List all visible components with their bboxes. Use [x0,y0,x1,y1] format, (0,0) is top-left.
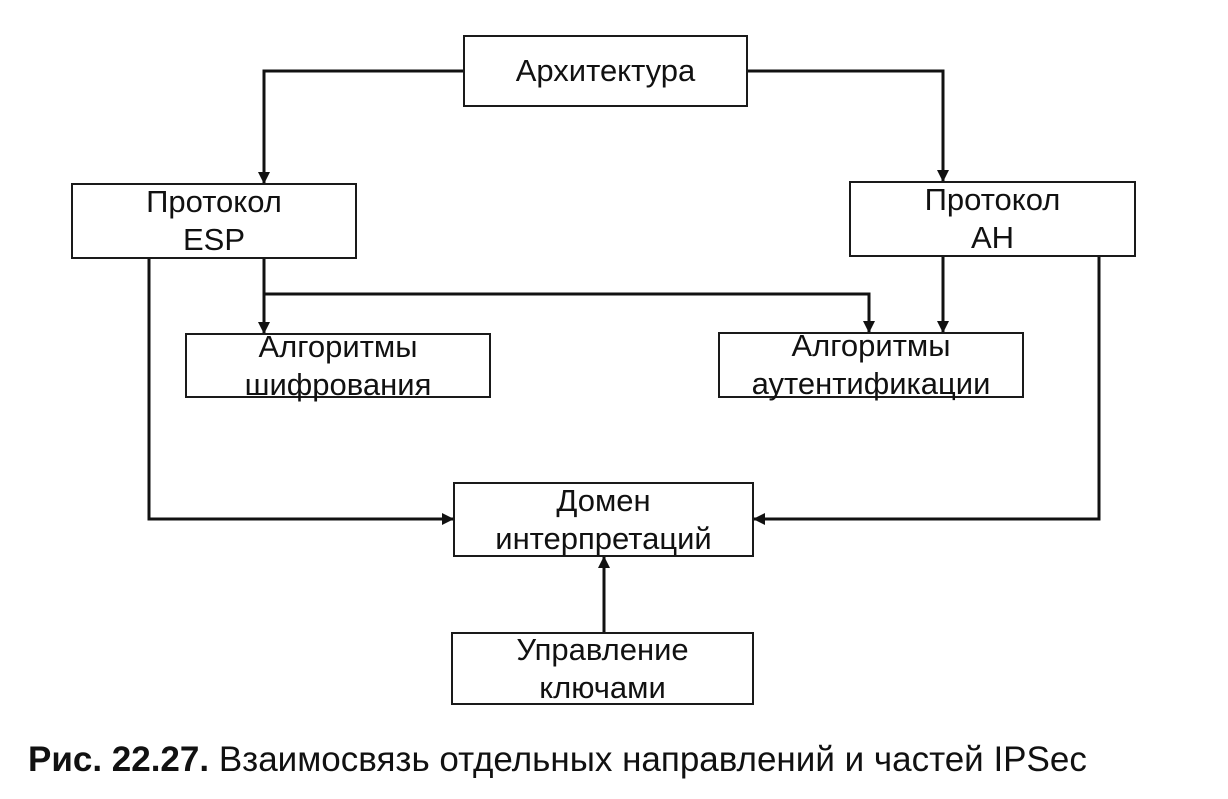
node-domain-of-interpretation: Домен интерпретаций [453,482,754,557]
node-ah-label-line2: AH [970,220,1015,255]
node-key-management-label-line1: Управление [516,631,689,667]
figure-caption: Рис. 22.27. Взаимосвязь отдельных направ… [28,738,1087,782]
figure-caption-text: Взаимосвязь отдельных направлений и част… [218,740,1087,779]
node-key-management: Управление ключами [451,632,754,705]
node-doi-label-line1: Домен [556,482,651,518]
edge-architecture-esp [258,69,463,184]
node-authentication-algorithms: Алгоритмы аутентификации [718,328,1024,401]
node-esp-label-line2: ESP [182,222,246,257]
node-encryption-algorithms: Алгоритмы шифрования [185,329,491,402]
node-encryption-label-line1: Алгоритмы [258,328,418,364]
node-key-management-label-line2: ключами [539,669,666,705]
node-esp-protocol: Протокол ESP [71,183,357,259]
figure-caption-label: Рис. 22.27. [28,740,210,779]
node-encryption-label-line2: шифрования [244,366,432,402]
edge-architecture-ah [748,69,949,182]
edge-ah-doi [753,257,1101,525]
node-doi-label-line2: интерпретаций [495,520,712,556]
node-esp-label-line1: Протокол [146,184,282,219]
node-ah-label-line1: Протокол [924,182,1061,217]
edge-esp-authentication [264,292,875,333]
node-ah-protocol: Протокол AH [849,181,1136,257]
node-architecture: Архитектура [463,35,748,107]
edge-esp-doi [147,259,454,525]
node-architecture-label: Архитектура [515,53,696,88]
node-authentication-label-line2: аутентификации [751,366,991,401]
node-authentication-label-line1: Алгоритмы [791,328,951,363]
